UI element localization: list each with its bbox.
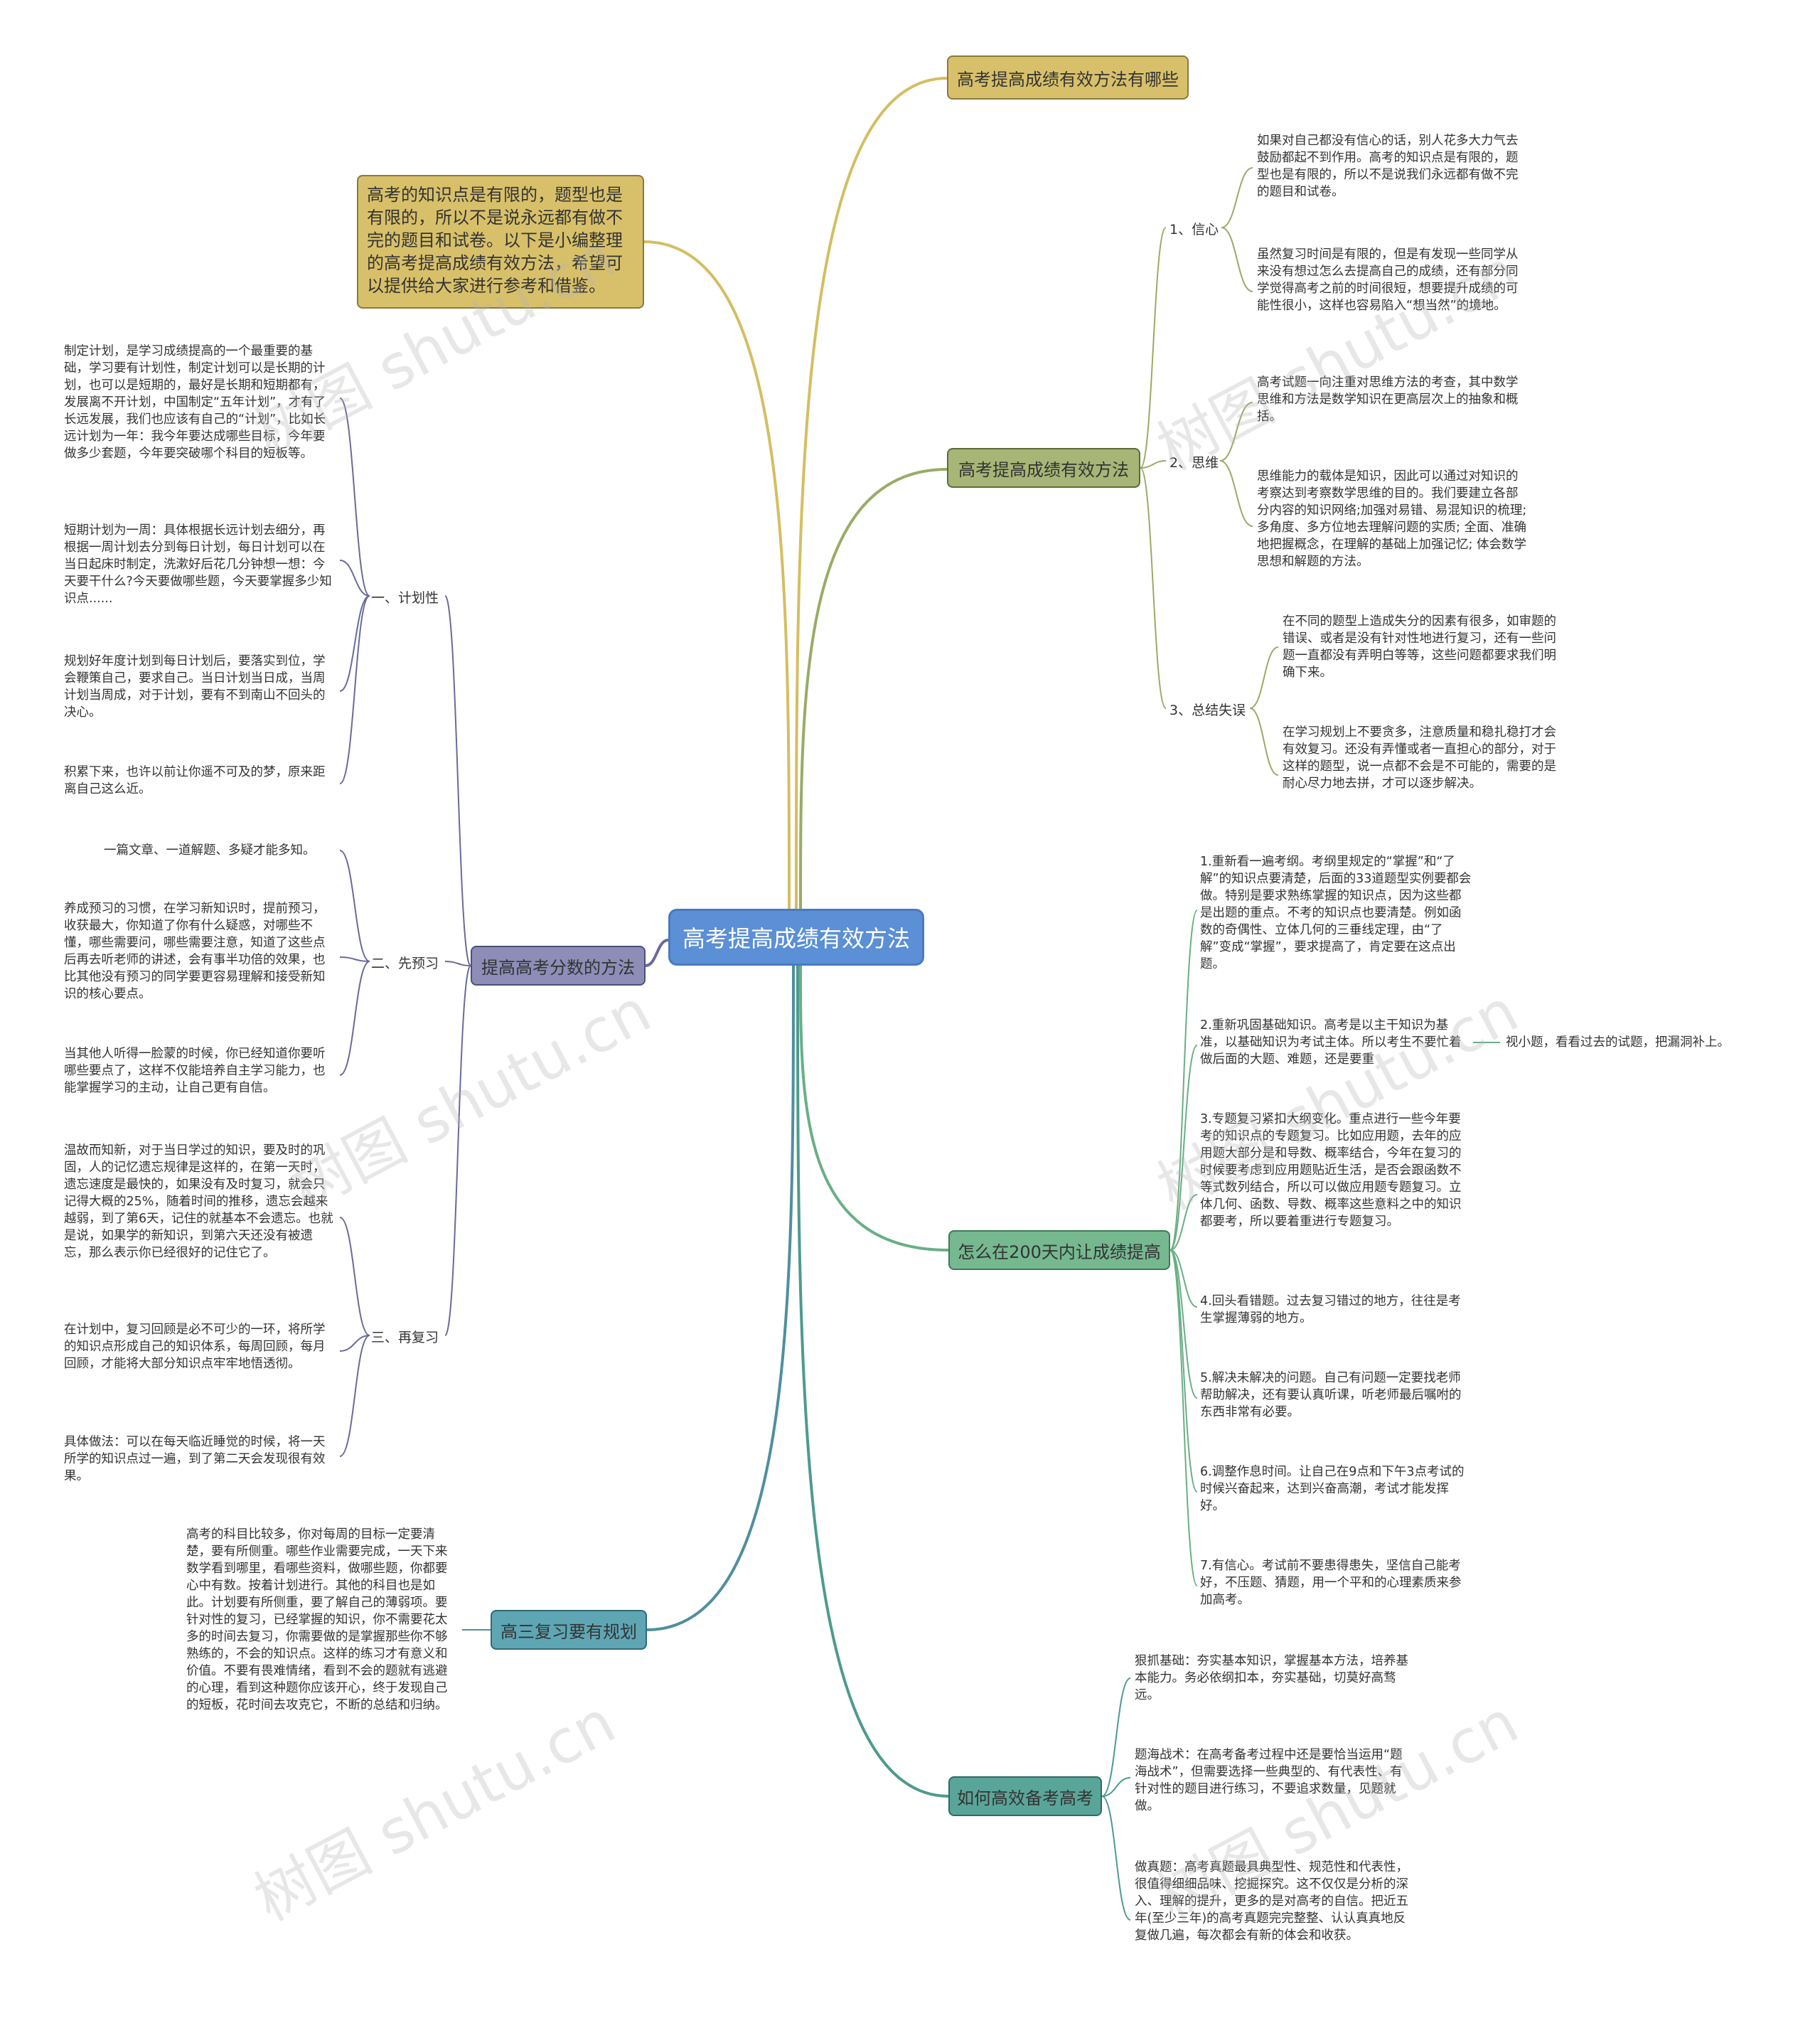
connector — [339, 956, 370, 962]
sub-preview[interactable]: 二、先预习 — [371, 956, 439, 971]
leaf-planning-1: 制定计划，是学习成绩提高的一个最重要的基础，学习要有计划性，制定计划可以是长期的… — [64, 344, 326, 461]
leaf-mistakes-1: 在不同的题型上造成失分的因素有很多，如审题的错误、或者是没有针对性地进行复习，还… — [1283, 614, 1556, 680]
connector — [1169, 1045, 1198, 1251]
leaf-efficient-2: 题海战术：在高考备考过程中还是要恰当运用“题海战术”，但需要选择一些典型的、有代… — [1135, 1748, 1403, 1813]
connector — [1169, 1249, 1198, 1493]
connector — [339, 961, 370, 1076]
connector — [796, 965, 949, 1798]
leaf-plan: 高考的科目比较多，你对每周的目标一定要清楚，要有所侧重。哪些作业需要完成，一天下… — [186, 1527, 448, 1712]
sub-summarize-mistakes[interactable]: 3、总结失误 — [1169, 703, 1246, 718]
branch-methods-list[interactable]: 高考提高成绩有效方法有哪些 — [947, 55, 1189, 100]
connector — [1219, 460, 1253, 527]
leaf-200-4: 4.回头看错题。过去复习错过的地方，往往是考生掌握薄弱的地方。 — [1200, 1294, 1461, 1325]
connector — [1169, 909, 1198, 1251]
connector — [1101, 1677, 1131, 1797]
leaf-review-1: 温故而知新，对于当日学过的知识，要及时的巩固，人的记忆遗忘规律是这样的，在第一天… — [64, 1143, 333, 1260]
connector — [339, 595, 370, 692]
connector — [1101, 1795, 1131, 1921]
connector — [444, 965, 471, 1336]
connector — [1140, 227, 1167, 469]
connector — [339, 1335, 370, 1352]
connector — [1249, 708, 1279, 776]
connector — [1140, 460, 1167, 469]
connector — [444, 961, 471, 966]
connector — [1221, 167, 1253, 228]
leaf-review-2: 在计划中，复习回顾是必不可少的一环，将所学的知识点形成自己的知识体系，每周回顾，… — [64, 1323, 326, 1371]
leaf-thinking-1: 高考试题一向注重对思维方法的考查，其中数学思维和方法是数学知识在更高层次上的抽象… — [1257, 375, 1519, 424]
leaf-200-2-extra: 视小题，看看过去的试题，把漏洞补上。 — [1506, 1035, 1730, 1050]
branch-intro[interactable]: 高考的知识点是有限的，题型也是有限的，所以不是说永远都有做不完的题目和试卷。以下… — [357, 175, 644, 309]
leaf-200-7: 7.有信心。考试前不要患得患失，坚信自己能考好，不压题、猜题，用一个平和的心理素… — [1200, 1559, 1462, 1607]
connector — [1169, 1249, 1198, 1399]
connector — [799, 468, 948, 909]
connector — [339, 1217, 370, 1336]
leaf-preview-2: 养成预习的习惯，在学习新知识时，提前预习，收获最大，你知道了你有什么疑惑，对哪些… — [64, 902, 326, 1001]
connector — [1249, 646, 1279, 709]
connector — [1219, 402, 1253, 461]
leaf-planning-4: 积累下来，也许以前让你遥不可及的梦，原来距离自己这么近。 — [64, 765, 326, 796]
connector — [444, 595, 471, 966]
connector — [1221, 227, 1253, 292]
connector — [1140, 467, 1167, 709]
connector — [643, 240, 791, 909]
sub-confidence[interactable]: 1、信心 — [1169, 222, 1219, 238]
branch-efficient-prep[interactable]: 如何高效备考高考 — [948, 1776, 1102, 1816]
connector — [1169, 1194, 1198, 1251]
branch-improve-score[interactable]: 提高高考分数的方法 — [471, 946, 646, 986]
leaf-confidence-1: 如果对自己都没有信心的话，别人花多大力气去鼓励都起不到作用。高考的知识点是有限的… — [1257, 134, 1519, 199]
leaf-200-2: 2.重新巩固基础知识。高考是以主干知识为基准，以基础知识为考试主体。所以考生不要… — [1200, 1018, 1462, 1067]
connector — [1101, 1777, 1131, 1797]
leaf-200-3: 3.专题复习紧扣大纲变化。重点进行一些今年要考的知识点的专题复习。比如应用题，去… — [1200, 1112, 1462, 1229]
branch-200-days[interactable]: 怎么在200天内让成绩提高 — [948, 1230, 1170, 1270]
connector — [799, 965, 949, 1252]
connector — [645, 939, 669, 967]
sub-planning[interactable]: 一、计划性 — [371, 590, 439, 606]
leaf-preview-1: 一篇文章、一道解题、多疑才能多知。 — [104, 843, 316, 858]
connector — [1169, 1249, 1198, 1586]
leaf-200-5: 5.解决未解决的问题。自己有问题一定要找老师帮助解决，还有要认真听课，听老师最后… — [1200, 1371, 1462, 1419]
leaf-thinking-2: 思维能力的载体是知识，因此可以通过对知识的考察达到考察数学思维的目的。我们要建立… — [1257, 469, 1527, 569]
leaf-200-1: 1.重新看一遍考纲。考纲里规定的“掌握”和“了解”的知识点要清楚，后面的33道题… — [1200, 855, 1472, 971]
leaf-mistakes-2: 在学习规划上不要贪多，注意质量和稳扎稳打才会有效复习。还没有弄懂或者一直担心的部… — [1283, 725, 1556, 791]
connector — [339, 595, 370, 784]
leaf-confidence-2: 虽然复习时间是有限的，但是有发现一些同学从来没有想过怎么去提高自己的成绩，还有部… — [1257, 247, 1519, 313]
leaf-efficient-1: 狠抓基础：夯实基本知识，掌握基本方法，培养基本能力。务必依纲扣本，夯实基础，切莫… — [1135, 1654, 1408, 1702]
sub-review[interactable]: 三、再复习 — [371, 1330, 439, 1345]
leaf-planning-3: 规划好年度计划到每日计划后，要落实到位，学会鞭策自己，要求自己。当日计划当日成，… — [64, 654, 326, 720]
connector — [339, 850, 370, 962]
leaf-200-6: 6.调整作息时间。让自己在9点和下午3点考试的时候兴奋起来，达到兴奋高潮，考试才… — [1200, 1465, 1465, 1513]
leaf-preview-3: 当其他人听得一脸蒙的时候，你已经知道你要听哪些要点了，这样不仅能培养自主学习能力… — [64, 1047, 326, 1095]
connector — [646, 965, 795, 1631]
branch-senior-plan[interactable]: 高三复习要有规划 — [491, 1610, 647, 1650]
connector — [339, 397, 370, 597]
connector — [339, 560, 370, 597]
sub-thinking[interactable]: 2、思维 — [1169, 455, 1219, 471]
connector — [1169, 1249, 1198, 1308]
branch-effective-methods[interactable]: 高考提高成绩有效方法 — [947, 448, 1140, 488]
connector — [795, 77, 948, 909]
leaf-planning-2: 短期计划为一周：具体根据长远计划去细分，再根据一周计划去分到每日计划，每日计划可… — [64, 523, 332, 606]
root-topic[interactable]: 高考提高成绩有效方法 — [668, 909, 924, 966]
leaf-review-3: 具体做法：可以在每天临近睡觉的时候，将一天所学的知识点过一遍，到了第二天会发现很… — [64, 1435, 326, 1483]
connector — [339, 1335, 370, 1457]
leaf-efficient-3: 做真题：高考真题最具典型性、规范性和代表性，很值得细细品味、挖掘探究。这不仅仅是… — [1135, 1860, 1408, 1943]
